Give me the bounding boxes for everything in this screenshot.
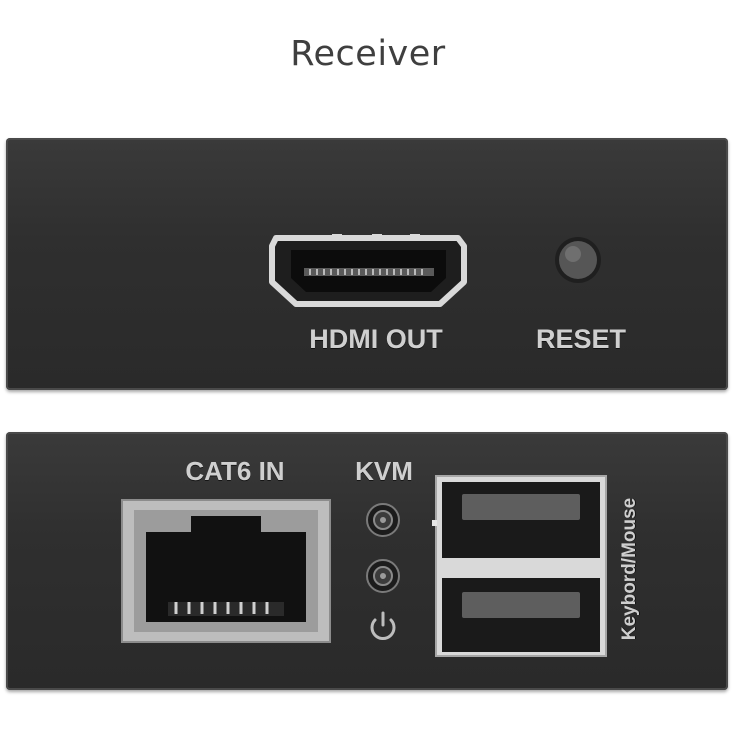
hdmi-port[interactable]: [269, 234, 467, 307]
rj45-port[interactable]: [121, 499, 331, 643]
reset-label: RESET: [535, 324, 627, 354]
usb-ports[interactable]: [432, 475, 607, 657]
power-led-icon: [366, 559, 400, 593]
kvm-led-icon: [366, 503, 400, 537]
receiver-back-panel: CAT6 IN KVM Keybord/Mouse: [6, 432, 728, 690]
receiver-front-panel: HDMI OUT RESET: [6, 138, 728, 390]
cat6-in-label: CAT6 IN: [185, 456, 285, 486]
power-icon: [370, 611, 396, 640]
hdmi-out-label: HDMI OUT: [309, 324, 443, 354]
keyboard-mouse-label: Keybord/Mouse: [619, 497, 640, 641]
reset-button[interactable]: [555, 237, 601, 283]
page-title: Receiver: [290, 34, 446, 74]
kvm-label: KVM: [355, 456, 413, 486]
